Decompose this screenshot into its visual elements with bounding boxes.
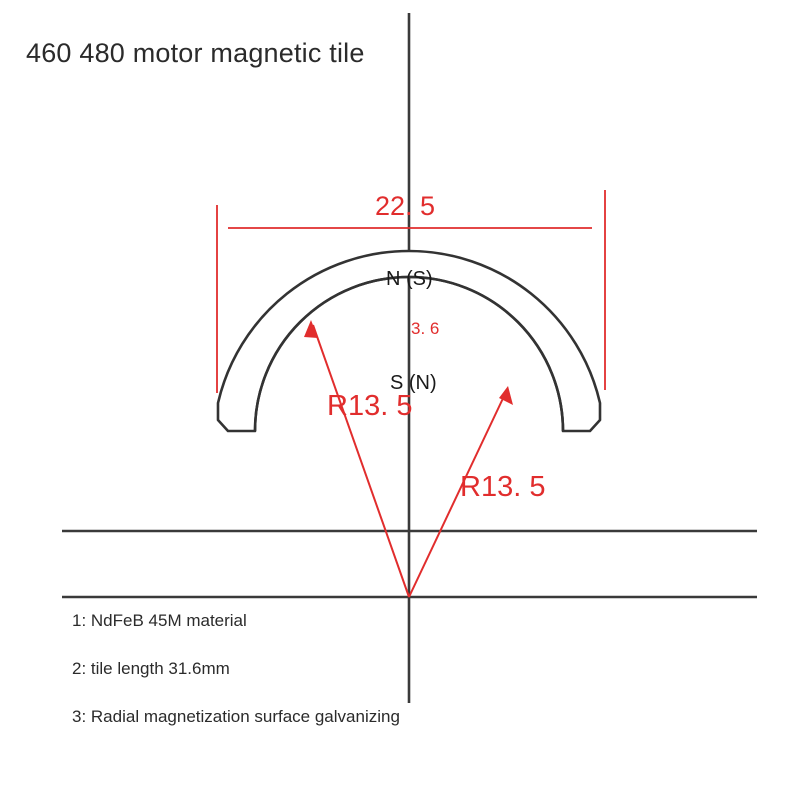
note-item-2: 2: tile length 31.6mm bbox=[72, 659, 230, 678]
pole-label-inner: S (N) bbox=[390, 372, 437, 394]
dimension-label-radius-right: R13. 5 bbox=[460, 471, 546, 503]
radius-leader-line-right bbox=[408, 391, 507, 598]
note-item-3: 3: Radial magnetization surface galvaniz… bbox=[72, 707, 400, 726]
note-item-1: 1: NdFeB 45M material bbox=[72, 611, 247, 630]
page-title: 460 480 motor magnetic tile bbox=[26, 38, 365, 68]
pole-label-outer: N (S) bbox=[386, 268, 433, 290]
radius-leader-arrowhead-left bbox=[304, 320, 318, 338]
radius-leader-arrowhead-right bbox=[499, 386, 513, 405]
radius-leader-line-left bbox=[312, 324, 410, 598]
dimension-label-thickness: 3. 6 bbox=[411, 319, 440, 338]
tile-inner-arc bbox=[253, 275, 565, 432]
dimension-label-width: 22. 5 bbox=[375, 191, 436, 221]
dimension-label-radius-left: R13. 5 bbox=[327, 390, 413, 422]
